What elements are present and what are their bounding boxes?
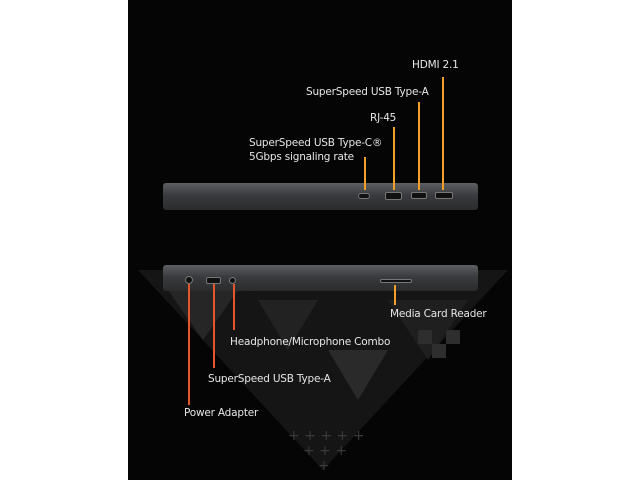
usb-c-label: SuperSpeed USB Type-C® 5Gbps signaling r… bbox=[249, 136, 382, 164]
usb-c-callout-line bbox=[364, 157, 366, 190]
power-port bbox=[185, 276, 193, 284]
audio-label: Headphone/Microphone Combo bbox=[230, 336, 391, 348]
audio-jack bbox=[229, 277, 236, 284]
audio-callout-line bbox=[233, 284, 235, 330]
card-reader-callout-line bbox=[394, 285, 396, 305]
usb-c-label-line1: SuperSpeed USB Type-C® bbox=[249, 137, 383, 149]
geometric-background-pattern: + + + + + + + + + bbox=[138, 270, 508, 474]
hdmi-label: HDMI 2.1 bbox=[412, 59, 459, 71]
svg-text:+: + bbox=[318, 458, 330, 474]
rj45-port bbox=[385, 192, 402, 200]
usb-a-port-right bbox=[411, 192, 427, 199]
hdmi-callout-line bbox=[442, 77, 444, 190]
usb-a-port-left bbox=[206, 277, 221, 284]
hdmi-port bbox=[435, 192, 453, 199]
rj45-label: RJ-45 bbox=[370, 112, 397, 124]
usb-a-callout-line bbox=[418, 102, 420, 190]
svg-text:+ + +: + + + bbox=[303, 443, 347, 459]
power-callout-line bbox=[188, 284, 190, 405]
usb-a-label-bottom: SuperSpeed USB Type-A bbox=[208, 373, 331, 385]
ports-diagram-panel: + + + + + + + + + HDMI 2.1 SuperSpeed US… bbox=[128, 0, 512, 480]
card-reader-label: Media Card Reader bbox=[390, 308, 487, 320]
power-label: Power Adapter bbox=[184, 407, 259, 419]
card-reader-slot bbox=[380, 279, 412, 283]
usb-a-label-top: SuperSpeed USB Type-A bbox=[306, 86, 429, 98]
usb-a-callout-line-bottom bbox=[213, 284, 215, 368]
svg-text:+ + + + +: + + + + + bbox=[288, 428, 364, 444]
laptop-right-side-view bbox=[163, 183, 478, 210]
usb-c-port bbox=[358, 193, 370, 199]
usb-c-label-line2: 5Gbps signaling rate bbox=[249, 151, 354, 163]
rj45-callout-line bbox=[393, 127, 395, 190]
